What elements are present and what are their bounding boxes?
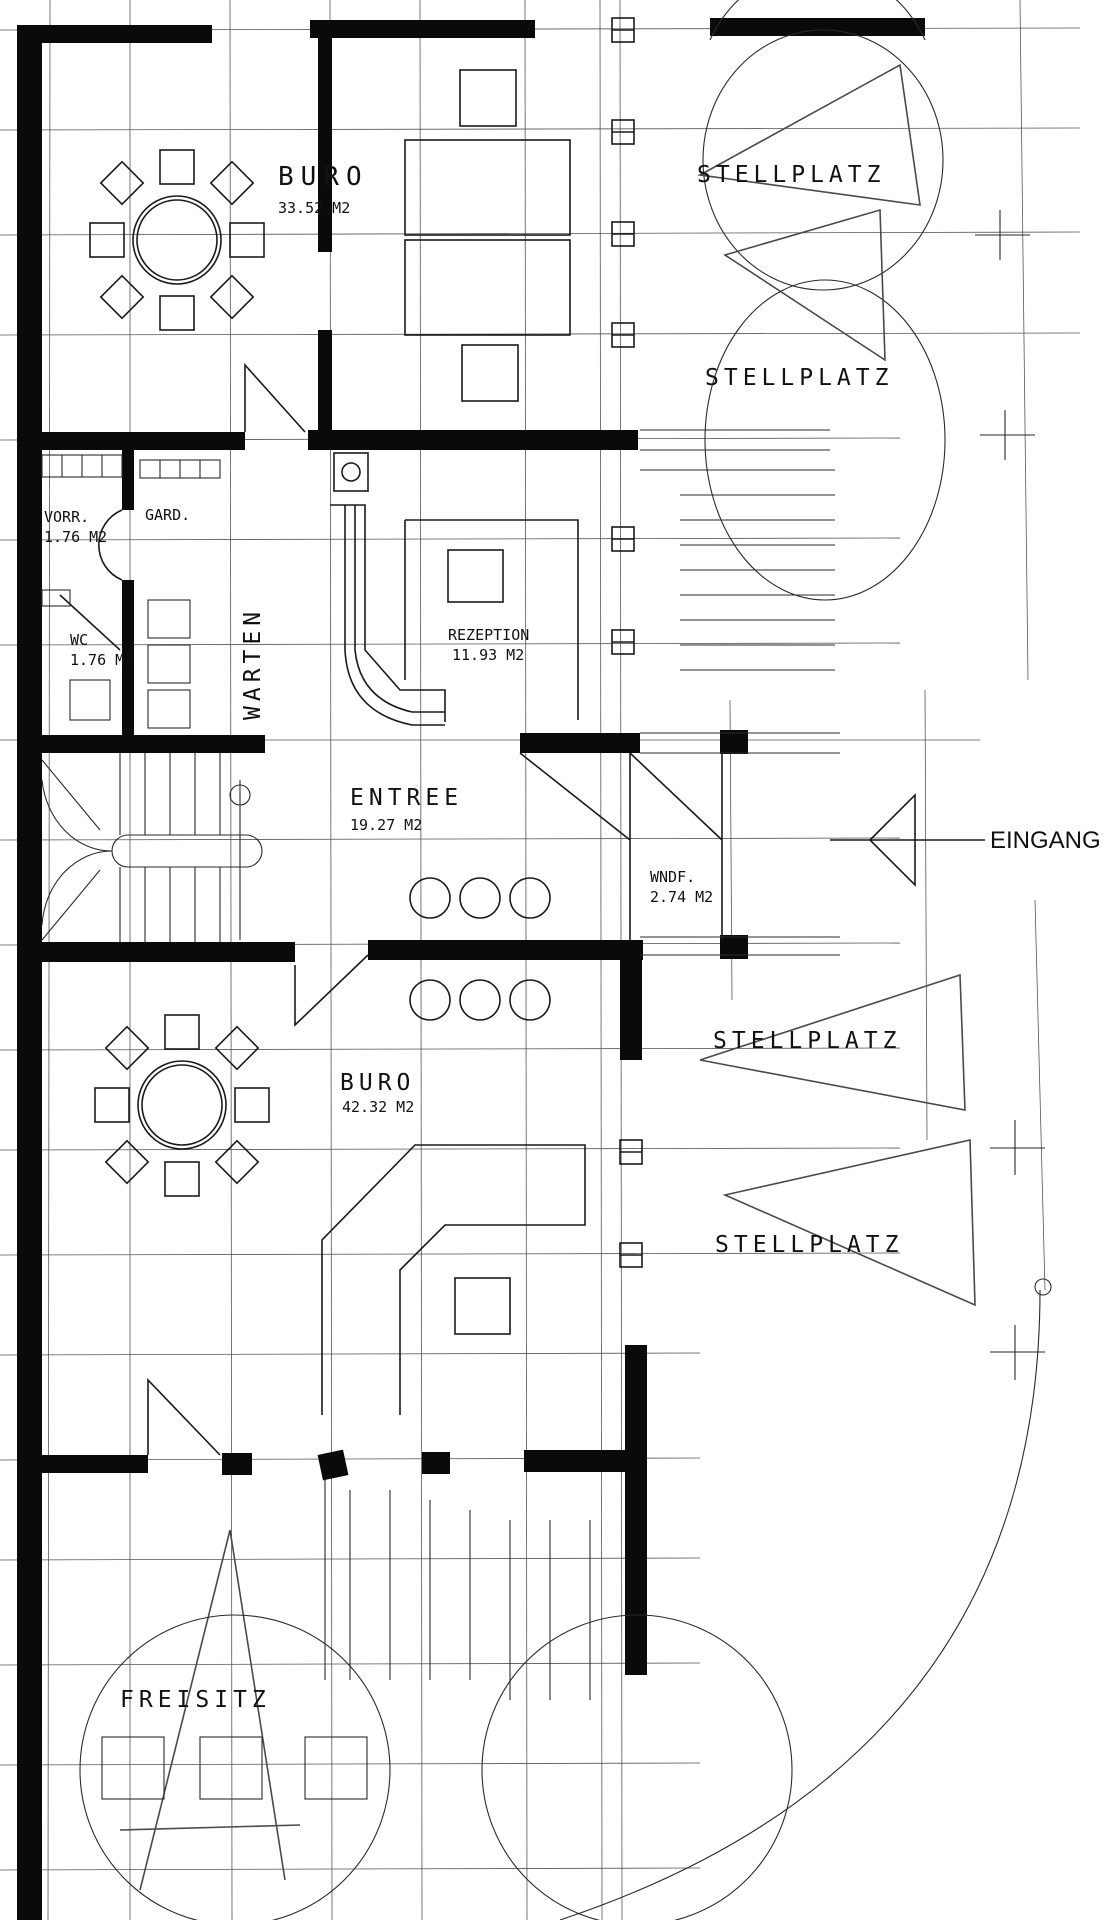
sketch-scribbles: [119, 63, 976, 1891]
desks-bottom-office: [321, 1144, 586, 1415]
room-labels: BURO 33.52 M2 VORR. 1.76 M2 GARD. WC 1.7…: [44, 162, 713, 1116]
desks-top-office: [404, 69, 571, 402]
room-area-buro-bottom: 42.32 M2: [342, 1098, 414, 1116]
reception-desk: [330, 504, 579, 726]
room-name-entree: ENTREE: [350, 785, 463, 811]
room-name-buro-bottom: BURO: [340, 1070, 415, 1096]
room-area-buro-top: 33.52 M2: [278, 199, 350, 217]
waiting-seats: [41, 454, 221, 729]
parking-area: [640, 0, 1052, 1380]
room-name-rezeption: REZEPTION: [448, 626, 529, 644]
outdoor-labels: STELLPLATZ STELLPLATZ STELLPLATZ STELLPL…: [120, 162, 1101, 1713]
parking-label-2: STELLPLATZ: [705, 365, 893, 391]
room-name-wc: WC: [70, 631, 88, 649]
room-area-windfang: 2.74 M2: [650, 888, 713, 906]
table-bottom-office: [94, 1014, 270, 1197]
room-name-windfang: WNDF.: [650, 868, 695, 886]
doors: [59, 362, 723, 1456]
room-name-buro-top: BURO: [278, 162, 369, 192]
parking-label-4: STELLPLATZ: [715, 1232, 903, 1258]
entrance-arrow: [830, 793, 985, 887]
room-name-vorr: VORR.: [44, 508, 89, 526]
stair: [41, 753, 263, 942]
room-name-gard: GARD.: [145, 506, 190, 524]
room-area-wc: 1.76 M2: [70, 651, 133, 669]
terrace-area: [79, 1289, 1041, 1920]
parking-label-1: STELLPLATZ: [697, 162, 885, 188]
room-area-entree: 19.27 M2: [350, 816, 422, 834]
room-area-vorr: 1.76 M2: [44, 528, 107, 546]
walls: [17, 18, 925, 1920]
parking-label-3: STELLPLATZ: [713, 1028, 901, 1054]
room-area-rezeption: 11.93 M2: [452, 646, 524, 664]
table-top-office: [89, 149, 265, 331]
facade-columns: [333, 17, 643, 1268]
terrace-label: FREISITZ: [120, 1687, 271, 1713]
room-name-warten: WARTEN: [240, 607, 266, 720]
windows: [640, 429, 840, 956]
entrance-label: EINGANG: [990, 827, 1101, 854]
round-fixtures: [409, 877, 551, 1021]
